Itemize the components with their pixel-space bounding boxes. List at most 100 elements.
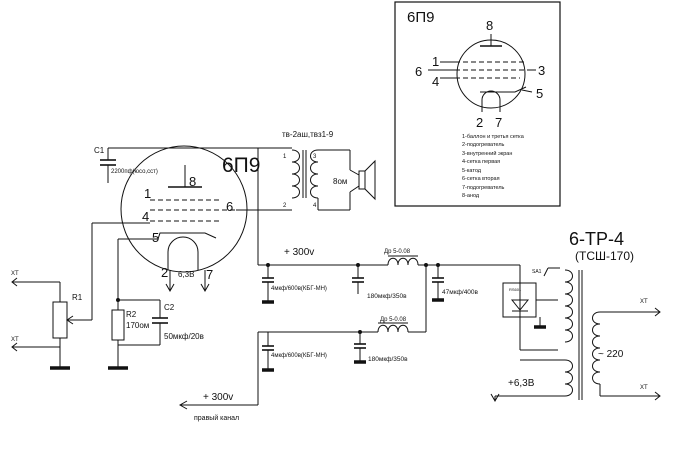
c1-name: C1 [94, 146, 105, 155]
ot-primary-coil [291, 149, 300, 199]
mains-xt-bottom: XT [640, 385, 648, 391]
b-plus-bottom-label: + 300v [203, 392, 233, 403]
input-section: XT XT R1 [11, 222, 150, 370]
output-transformer-label: тв-2аш,твз1-9 [282, 130, 334, 139]
wire-spk-link-a [349, 169, 360, 176]
speaker-cone-icon [364, 159, 376, 201]
pinout-pin-6: 6 [415, 64, 422, 79]
ot-pin-1: 1 [283, 154, 287, 160]
pt-heater-coil [564, 359, 573, 397]
heater-out-arrow [490, 393, 500, 403]
cap2-top-label: 180мкф/350в [367, 293, 407, 300]
tube-cathode [130, 232, 217, 240]
r2-name: R2 [126, 310, 137, 319]
heater-arrow-7 [200, 270, 210, 293]
speaker-label: 8ом [333, 177, 347, 186]
right-channel-label: правый канал [194, 414, 239, 422]
r2-body [111, 309, 125, 341]
pinout-pin-8: 8 [486, 18, 493, 33]
pinout-legend-8: 8-анод [462, 193, 480, 199]
choke-top-label: Др 5-0.08 [384, 249, 411, 255]
pinout-legend-5: 5-катод [462, 168, 482, 174]
tube-pin-6: 6 [226, 199, 233, 214]
power-transformer-name: 6-ТР-4 [569, 229, 624, 249]
power-filter-bottom: 4мкф/600в(КБГ-МН) 180мкф/350в Др 5-0.08 … [178, 317, 426, 422]
input-xt-top: XT [11, 271, 19, 277]
choke-bottom-label: Др 5-0.08 [380, 317, 407, 323]
switch-symbol [543, 267, 560, 277]
cap1-top-label: 4мкф/600в(КБГ-МН) [271, 286, 327, 292]
b-plus-top-label: + 300v [284, 247, 314, 258]
ot-pin-2: 2 [283, 203, 287, 209]
pinout-cathode [480, 86, 527, 93]
cap3-label: 47мкф/400в [442, 289, 479, 296]
mains-label: ~ 220 [598, 349, 624, 360]
mains-arrow-top [654, 307, 661, 317]
c1-value: 2200пф(юсо,сст) [111, 169, 158, 175]
tube-pin-7: 7 [206, 267, 213, 282]
c2-name: C2 [164, 303, 175, 312]
pinout-legend-4: 4-сетка первая [462, 159, 500, 165]
pinout-pin-5: 5 [536, 86, 543, 101]
pinout-pin-4: 4 [432, 74, 439, 89]
pt-primary-coil [592, 311, 601, 385]
c2-value: 50мкф/20в [164, 332, 204, 341]
pinout-pin-3: 3 [538, 63, 545, 78]
pinout-pin-7: 7 [495, 115, 502, 130]
power-transformer-subname: (ТСШ-170) [575, 249, 634, 263]
r1-name: R1 [72, 293, 83, 302]
bridge-diode-icon [510, 299, 530, 312]
tube-pin-4: 4 [142, 209, 149, 224]
pinout-frame [394, 1, 561, 207]
tube-pin-8: 8 [189, 174, 196, 189]
mains-arrow-bottom [654, 391, 661, 401]
cap1-bottom-label: 4мкф/600в(КБГ-МН) [271, 353, 327, 359]
rectifier: SA1 RS601 [502, 265, 560, 351]
ot-secondary-coil [310, 149, 319, 199]
choke-bottom-coil [377, 324, 409, 333]
pinout-heater [481, 90, 501, 112]
output-transformer: тв-2аш,твз1-9 1 2 3 4 8ом [282, 130, 376, 211]
cap2-bottom-label: 180мкф/350в [368, 356, 408, 363]
speaker-icon [358, 170, 366, 190]
mains-xt-top: XT [640, 299, 648, 305]
pt-secondary-coil [564, 269, 573, 343]
r1-wiper [66, 315, 92, 325]
power-filter-top: + 300v 4мкф/600в(КБГ-МН) 180мкф/350в Др … [258, 247, 520, 332]
input-arrow-bottom [11, 342, 44, 352]
pinout-title: 6П9 [407, 9, 434, 26]
pinout-legend-7: 7-подогреватель [462, 185, 505, 191]
ot-pin-4: 4 [313, 203, 317, 209]
pinout-legend-1: 1-баллон и третья сетка [462, 134, 525, 140]
pinout-lead-5 [521, 89, 533, 93]
choke-top-coil [387, 257, 419, 266]
pinout-legend-6: 6-сетка вторая [462, 176, 500, 182]
pinout-legend-2: 2-подогреватель [462, 142, 505, 148]
switch-label: SA1 [532, 269, 542, 275]
heater-arrow-2 [165, 270, 175, 293]
bridge-label: RS601 [509, 287, 522, 292]
pinout-pin-2: 2 [476, 115, 483, 130]
tube-envelope [120, 145, 248, 273]
input-xt-bottom: XT [11, 337, 19, 343]
r2-value: 170ом [126, 321, 149, 330]
input-arrow-top [11, 277, 44, 287]
tube-pin-1: 1 [144, 186, 151, 201]
tube-pin-5: 5 [152, 230, 159, 245]
pinout-legend-3: 3-внутренний экран [462, 150, 512, 157]
r1-body [52, 301, 68, 339]
tube-pin-2: 2 [161, 265, 168, 280]
tube-heater [167, 236, 199, 270]
heater-out-label: +6,3В [508, 378, 535, 389]
right-channel-arrow [178, 400, 258, 410]
pinout-panel: 6П9 8 1 6 4 3 5 2 7 1-баллон и третья се… [394, 1, 561, 207]
pinout-tube-envelope [456, 39, 526, 109]
heater-voltage-label: 6,3В [178, 270, 194, 279]
c1-capacitor: C1 2200пф(юсо,сст) [94, 146, 158, 183]
power-transformer: 6-ТР-4 (ТСШ-170) +6,3В ~ 220 XT XT [490, 229, 661, 403]
wire-spk-link-b [349, 185, 360, 193]
cathode-section: R2 170ом C2 50мкф/20в [108, 238, 204, 370]
ot-pin-3: 3 [313, 154, 317, 160]
tube-label: 6П9 [222, 154, 260, 177]
